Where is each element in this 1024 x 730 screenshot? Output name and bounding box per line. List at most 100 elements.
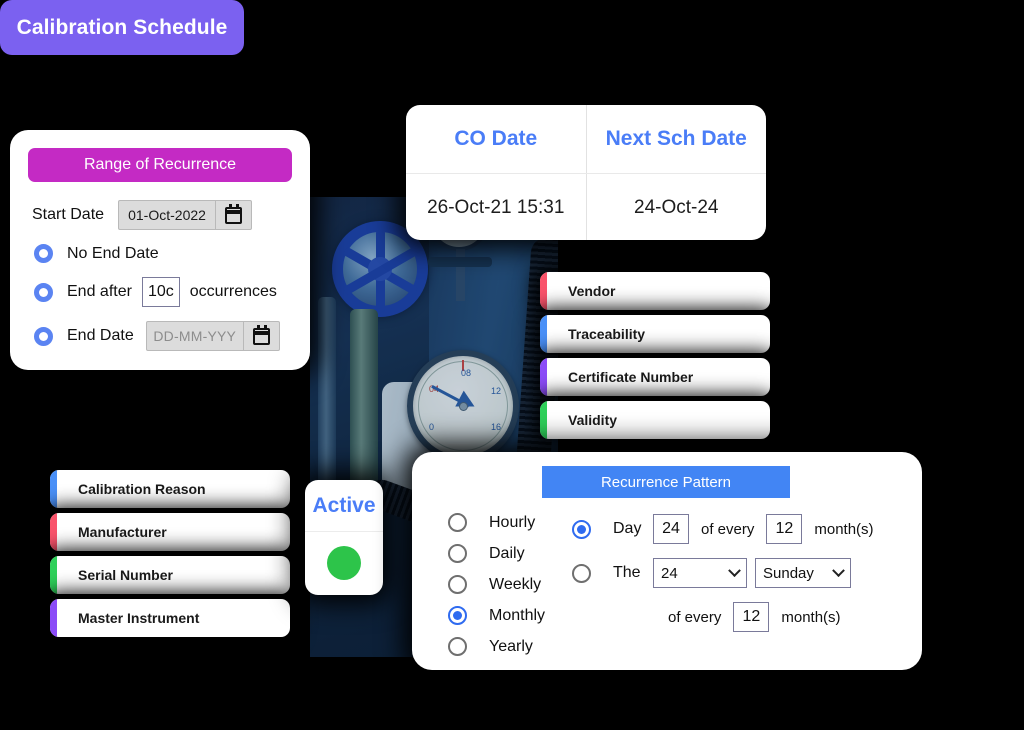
the-months-interval-input[interactable]: 12 xyxy=(733,602,770,632)
the-label: The xyxy=(613,564,641,581)
end-date-placeholder[interactable]: DD-MM-YYY xyxy=(153,328,237,344)
frequency-label: Daily xyxy=(489,544,525,562)
range-of-recurrence-title: Range of Recurrence xyxy=(28,148,292,182)
option-end-date[interactable]: End Date DD-MM-YYY xyxy=(34,321,310,351)
radio-hourly[interactable] xyxy=(448,513,467,532)
column-header-co-date: CO Date xyxy=(454,127,538,150)
radio-end-date[interactable] xyxy=(34,326,53,346)
gauge-tick: 12 xyxy=(490,386,501,396)
range-title-label: Range of Recurrence xyxy=(83,156,237,173)
recurrence-pattern-panel: Recurrence Pattern Hourly Daily Weekly M… xyxy=(412,452,922,670)
no-end-date-label: No End Date xyxy=(67,244,159,262)
cell-next-sch-date: 24-Oct-24 xyxy=(585,174,767,240)
ordinal-dropdown[interactable]: 24 xyxy=(653,558,747,588)
attributes-list-right: Vendor Traceability Certificate Number V… xyxy=(540,272,770,444)
frequency-option-hourly[interactable]: Hourly xyxy=(448,507,545,538)
chevron-down-icon xyxy=(832,563,845,577)
start-date-value[interactable]: 01-Oct-2022 xyxy=(128,207,206,223)
gauge-tick: 0 xyxy=(429,422,435,432)
frequency-radio-group: Hourly Daily Weekly Monthly Yearly xyxy=(448,507,545,662)
list-item[interactable]: Vendor xyxy=(540,272,770,310)
calendar-icon xyxy=(252,324,270,345)
list-item[interactable]: Manufacturer xyxy=(50,513,290,551)
end-date-calendar-button[interactable] xyxy=(242,322,279,350)
list-item[interactable]: Calibration Reason xyxy=(50,470,290,508)
list-item[interactable]: Traceability xyxy=(540,315,770,353)
start-date-field[interactable]: 01-Oct-2022 xyxy=(118,200,253,230)
list-item[interactable]: Serial Number xyxy=(50,556,290,594)
weekday-dropdown[interactable]: Sunday xyxy=(755,558,851,588)
end-date-field[interactable]: DD-MM-YYY xyxy=(145,321,280,351)
gauge-tick: 08 xyxy=(461,368,472,378)
start-date-row: Start Date 01-Oct-2022 xyxy=(32,200,310,230)
accent-bar xyxy=(540,401,547,439)
monthly-options: Day 24 of every 12 month(s) The 24 Sunda… xyxy=(572,514,874,632)
list-item[interactable]: Validity xyxy=(540,401,770,439)
accent-bar xyxy=(540,315,547,353)
recurrence-pattern-label: Recurrence Pattern xyxy=(600,473,732,491)
day-label: Day xyxy=(613,520,642,537)
radio-monthly[interactable] xyxy=(448,606,467,625)
list-item-label: Manufacturer xyxy=(78,524,167,540)
option-no-end-date[interactable]: No End Date xyxy=(34,244,310,263)
list-item-label: Calibration Reason xyxy=(78,481,206,497)
cell-co-date: 26-Oct-21 15:31 xyxy=(427,196,565,218)
months-unit-label: month(s) xyxy=(814,520,874,538)
the-interval-row: of every 12 month(s) xyxy=(668,602,874,632)
calendar-icon xyxy=(224,203,243,224)
attributes-list-left: Calibration Reason Manufacturer Serial N… xyxy=(50,470,290,642)
accent-bar xyxy=(50,470,57,508)
list-item[interactable]: Master Instrument xyxy=(50,599,290,637)
of-every-label: of every xyxy=(668,608,722,626)
radio-day-of-month[interactable] xyxy=(572,519,591,539)
frequency-option-yearly[interactable]: Yearly xyxy=(448,631,545,662)
table-row: 26-Oct-21 15:31 24-Oct-24 xyxy=(406,173,766,240)
frequency-label: Yearly xyxy=(489,637,533,655)
option-end-after[interactable]: End after 10c occurrences xyxy=(34,277,310,307)
radio-no-end-date[interactable] xyxy=(34,244,53,263)
chevron-down-icon xyxy=(728,563,741,577)
day-of-month-row: Day 24 of every 12 month(s) xyxy=(572,514,874,544)
radio-yearly[interactable] xyxy=(448,637,467,656)
radio-daily[interactable] xyxy=(448,544,467,563)
recurrence-pattern-title: Recurrence Pattern xyxy=(542,466,790,498)
weekday-dropdown-value: Sunday xyxy=(763,564,814,582)
end-after-label: End after xyxy=(67,283,132,300)
list-item-label: Validity xyxy=(568,412,618,428)
radio-end-after[interactable] xyxy=(34,282,53,302)
frequency-label: Monthly xyxy=(489,606,546,624)
start-date-calendar-button[interactable] xyxy=(215,201,251,229)
frequency-label: Hourly xyxy=(489,513,536,531)
list-item-label: Serial Number xyxy=(78,567,173,583)
table-header-row: CO Date Next Sch Date xyxy=(406,105,766,173)
list-item-label: Vendor xyxy=(568,283,616,299)
frequency-option-daily[interactable]: Daily xyxy=(448,538,545,569)
day-months-interval-input[interactable]: 12 xyxy=(766,514,803,544)
status-dot-icon xyxy=(327,546,361,580)
start-date-label: Start Date xyxy=(32,206,105,223)
frequency-option-monthly[interactable]: Monthly xyxy=(448,600,545,631)
day-number-input[interactable]: 24 xyxy=(653,514,689,544)
months-unit-label: month(s) xyxy=(781,608,841,626)
end-date-label: End Date xyxy=(67,327,134,344)
list-item-label: Traceability xyxy=(568,326,646,342)
the-ordinal-row: The 24 Sunday xyxy=(572,558,874,588)
accent-bar xyxy=(540,358,547,396)
accent-bar xyxy=(50,556,57,594)
accent-bar xyxy=(50,513,57,551)
list-item-label: Master Instrument xyxy=(78,610,200,626)
date-table: CO Date Next Sch Date 26-Oct-21 15:31 24… xyxy=(406,105,766,240)
calibration-schedule-chip[interactable]: Calibration Schedule xyxy=(0,0,244,55)
radio-the-ordinal[interactable] xyxy=(572,563,591,583)
of-every-label: of every xyxy=(701,520,755,538)
occurrences-input[interactable]: 10c xyxy=(141,277,180,307)
ordinal-dropdown-value: 24 xyxy=(661,564,678,582)
active-status-card: Active xyxy=(305,480,383,595)
frequency-option-weekly[interactable]: Weekly xyxy=(448,569,545,600)
list-item[interactable]: Certificate Number xyxy=(540,358,770,396)
gauge-tick: 16 xyxy=(490,422,501,432)
calibration-schedule-label: Calibration Schedule xyxy=(16,15,228,39)
radio-weekly[interactable] xyxy=(448,575,467,594)
accent-bar xyxy=(540,272,547,310)
